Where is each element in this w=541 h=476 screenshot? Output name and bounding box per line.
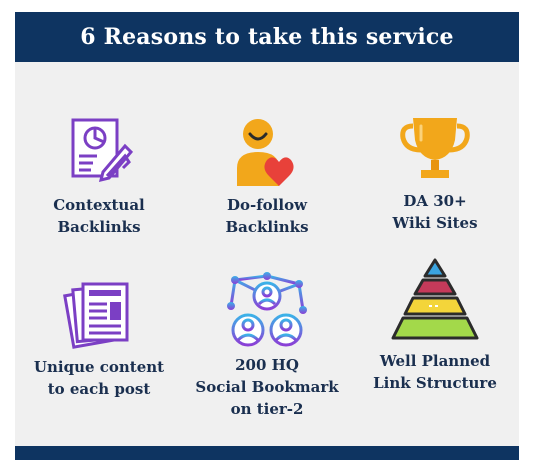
social-network-icon [227,272,307,347]
person-heart-icon [237,119,294,186]
reason-unique-content: Unique content to each post [15,278,183,400]
reason-label: 200 HQ Social Bookmark on tier-2 [195,356,339,418]
reason-link-structure: Well Planned Link Structure [351,256,519,394]
reason-label: DA 30+ Wiki Sites [392,192,478,232]
footer-bar [15,446,519,460]
reasons-card: 6 Reasons to take this service Contextua… [15,12,519,460]
reason-contextual-backlinks: Contextual Backlinks [15,116,183,238]
reason-dofollow-backlinks: Do-follow Backlinks [183,116,351,238]
trophy-icon [400,118,470,178]
header-banner: 6 Reasons to take this service [15,12,519,62]
reason-label: Contextual Backlinks [53,196,145,236]
reason-label: Unique content to each post [33,358,165,398]
pyramid-icon [391,258,479,340]
reason-label: Do-follow Backlinks [225,196,309,236]
reason-wiki-sites: DA 30+ Wiki Sites [351,112,519,234]
contract-pen-icon [71,118,134,183]
documents-icon [63,282,129,349]
page-title: 6 Reasons to take this service [80,24,454,50]
reason-label: Well Planned Link Structure [373,352,497,392]
reason-social-bookmark: 200 HQ Social Bookmark on tier-2 [183,270,351,420]
